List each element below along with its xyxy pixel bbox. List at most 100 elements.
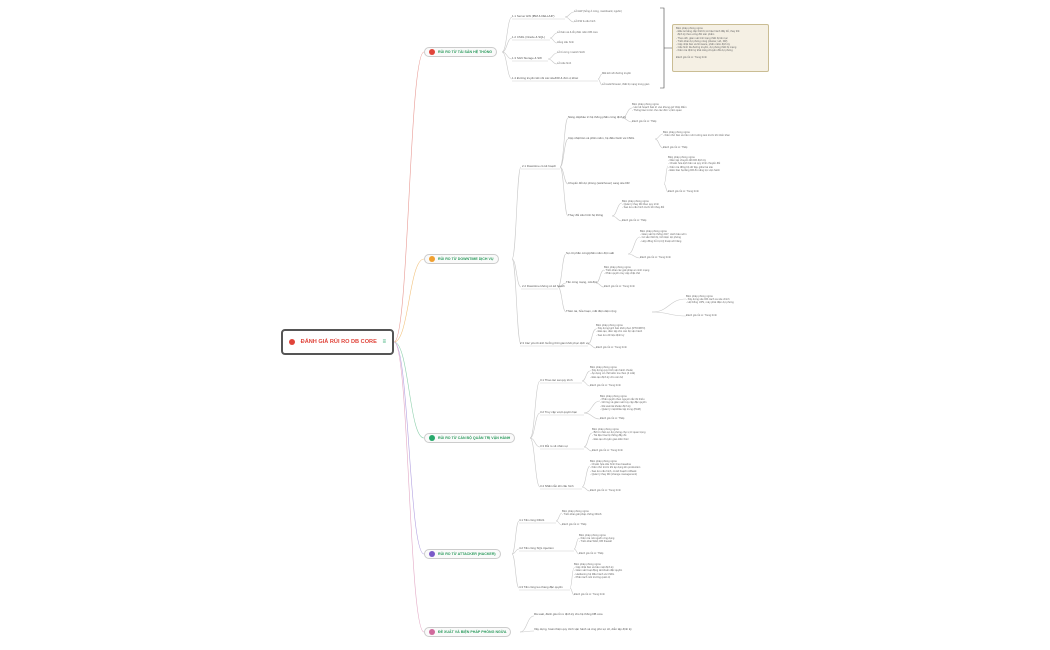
connector-line (511, 258, 522, 345)
connector-line (501, 51, 513, 80)
connector-line (583, 432, 593, 448)
b2-leaf[interactable]: Đánh giá rủi ro: Trung bình (640, 256, 671, 259)
branch-attacker[interactable]: RỦI RO TỪ ATTACKER (HACKER) (424, 549, 501, 559)
b3-leaf[interactable]: Biện pháp phòng ngừa: - Chuẩn hóa cấu hì… (590, 460, 641, 476)
connector-line (573, 537, 580, 550)
branch-icon (429, 435, 435, 441)
connector-line (529, 412, 541, 439)
branch-label: ĐỀ XUẤT VÀ BIỆN PHÁP PHÒNG NGỪA (438, 630, 507, 634)
b1-node-san[interactable]: 1.3 SAN Storage & SW (512, 56, 542, 60)
connector-line (393, 51, 425, 343)
b2-leaf[interactable]: Biện pháp phòng ngừa: - Diễn tập chuyển … (668, 156, 721, 172)
branch-label: RỦI RO TỪ TÀI SẢN HỆ THỐNG (438, 50, 493, 54)
b2-leaf[interactable]: Đánh giá rủi ro: Trung bình (604, 285, 635, 288)
b3-leaf[interactable]: Biện pháp phòng ngừa: - Phân quyền theo … (600, 395, 647, 411)
connector-line (529, 437, 541, 488)
b3-leaf[interactable]: Đánh giá rủi ro: Trung bình (590, 489, 621, 492)
b4-leaf[interactable]: Đánh giá rủi ro: Trung bình (574, 593, 605, 596)
b3-item[interactable]: 3.4 Nhầm lẫn khi cấu hình (540, 484, 574, 488)
filter-icon[interactable]: ≡ (382, 339, 386, 345)
connector-line (654, 138, 664, 149)
connector-line (573, 548, 580, 555)
b2-leaf[interactable]: Đánh giá rủi ro: Thấp (663, 146, 688, 149)
root-node[interactable]: ĐÁNH GIÁ RỦI RO DB CORE ≡ (281, 329, 394, 355)
b3-leaf[interactable]: Đánh giá rủi ro: Trung bình (590, 384, 621, 387)
branch-recommendations[interactable]: ĐỀ XUẤT VÀ BIỆN PHÁP PHÒNG NGỪA (424, 627, 512, 637)
b4-item[interactable]: 4.1 Tấn công DDoS (519, 518, 545, 522)
branch-icon (429, 551, 435, 557)
connector-line (581, 380, 591, 387)
connector-line (583, 400, 601, 414)
b3-item[interactable]: 3.1 Thao tác sai quy trình (540, 378, 573, 382)
b2-item[interactable]: Thay đổi cấu hình hệ thống (568, 213, 604, 217)
b2-leaf[interactable]: Biện pháp phòng ngừa: - Triển khai các g… (604, 266, 650, 276)
b1-leaf[interactable]: Lỗi ổ cứng / switch SAN (557, 51, 585, 54)
b3-leaf[interactable]: Đánh giá rủi ro: Thấp (600, 417, 625, 420)
b4-leaf[interactable]: Đánh giá rủi ro: Thấp (579, 552, 604, 555)
b2-item[interactable]: Tấn công mạng, mã độc (566, 280, 598, 284)
b1-node-server[interactable]: 1.1 Server HW (IBM & DELL/HP) (512, 14, 555, 18)
root-icon (289, 339, 295, 345)
b3-leaf[interactable]: Biện pháp phòng ngừa: - Bố trí nhân sự d… (592, 428, 646, 441)
b2-sub-unplanned[interactable]: 2.2 Downtime không có kế hoạch (522, 284, 565, 288)
b2-leaf[interactable]: Đánh giá rủi ro: Thấp (622, 219, 647, 222)
b2-item[interactable]: Cập nhật bản vá phần mềm, hệ điều hành v… (568, 136, 635, 140)
connector-line (581, 370, 591, 382)
b1-leaf[interactable]: Lỗi switch/router, thiết bị mạng trung g… (602, 83, 650, 86)
connector-line (621, 117, 633, 123)
b2-leaf[interactable]: Biện pháp phòng ngừa: - Quản lý thay đổi… (622, 200, 665, 210)
connector-line (651, 298, 687, 313)
b4-leaf[interactable]: Đánh giá rủi ro: Thấp (562, 523, 587, 526)
b2-item[interactable]: Thiên tai, hỏa hoạn, mất điện diện rộng (566, 309, 617, 313)
b1-node-database[interactable]: 1.2 CSDL (Oracle & SQL) (512, 35, 545, 39)
b4-leaf[interactable]: Biện pháp phòng ngừa: - Kiểm tra mã nguồ… (579, 534, 615, 544)
b4-item[interactable]: 4.2 Tấn công SQL injection (519, 546, 554, 550)
b2-leaf[interactable]: Biện pháp phòng ngừa: - Lên kế hoạch bảo… (632, 103, 687, 113)
b5-item[interactable]: Rà soát, đánh giá rủi ro định kỳ cho hệ … (534, 612, 603, 616)
connector-line (519, 630, 535, 633)
connector-line (569, 587, 575, 596)
b2-sub-recovery[interactable]: 2.3 Các yếu tố ảnh hưởng thời gian khôi … (520, 341, 589, 345)
b4-leaf[interactable]: Biện pháp phòng ngừa: - Cập nhật bản vá … (574, 563, 623, 579)
connector-line (651, 311, 687, 317)
connector-line (595, 269, 605, 284)
b1-leaf[interactable]: Mất kết nối đường truyền (602, 72, 632, 75)
branch-system-assets[interactable]: RỦI RO TỪ TÀI SẢN HỆ THỐNG (424, 47, 498, 57)
b1-leaf[interactable]: Lỗi HW (hỏng ổ cứng, mainboard, nguồn) (574, 10, 622, 13)
connector-line (587, 343, 597, 349)
b2-leaf[interactable]: Biện pháp phòng ngừa: - Xây dựng site DR… (686, 295, 734, 305)
b2-item[interactable]: Nâng cấp/bảo trì hệ thống phần cứng định… (568, 115, 627, 119)
connector-line (581, 465, 591, 488)
b1-leaf[interactable]: Lỗi FW & cấu hình (574, 20, 596, 23)
b5-item[interactable]: Xây dựng, hoàn thiện quy trình vận hành … (534, 627, 632, 631)
connector-line (611, 215, 623, 222)
connector-line (557, 282, 567, 288)
b1-leaf[interactable]: Lỗi bản vá & lỗi phần mềm DB core (557, 31, 598, 34)
b2-leaf[interactable]: Biện pháp phòng ngừa: - Xây dựng kịch bả… (596, 324, 646, 337)
b3-item[interactable]: 3.2 Truy cập vượt quyền hạn (540, 410, 578, 414)
b3-item[interactable]: 3.3 Rủi ro về nhân sự (540, 444, 568, 448)
b3-leaf[interactable]: Biện pháp phòng ngừa: - Xây dựng quy trì… (590, 366, 636, 379)
b2-leaf[interactable]: Đánh giá rủi ro: Trung bình (686, 314, 717, 317)
b1-leaf[interactable]: Lỗi cấu hình (557, 62, 572, 65)
b4-leaf[interactable]: Biện pháp phòng ngừa: - Triển khai giải … (562, 510, 602, 517)
b1-leaf[interactable]: Hỏng cấu hình (557, 41, 574, 44)
connector-line (559, 166, 569, 217)
b3-leaf[interactable]: Đánh giá rủi ro: Trung bình (592, 449, 623, 452)
b2-item[interactable]: Sự cố phần cứng/phần mềm đột xuất (566, 251, 614, 255)
b2-leaf[interactable]: Biện pháp phòng ngừa: - Kiểm thử bản vá … (663, 131, 730, 138)
branch-operations-staff[interactable]: RỦI RO TỪ CÁN BỘ QUẢN TRỊ VẬN HÀNH (424, 433, 516, 443)
b2-leaf[interactable]: Đánh giá rủi ro: Trung bình (596, 346, 627, 349)
branch-service-downtime[interactable]: RỦI RO TỪ DOWNTIME DỊCH VỤ (424, 254, 499, 264)
b4-item[interactable]: 4.3 Tấn công leo thang đặc quyền (519, 585, 563, 589)
b2-leaf[interactable]: Biện pháp phòng ngừa: - Giám sát hệ thốn… (640, 230, 687, 243)
b1-mitigation-note[interactable]: Biện pháp phòng ngừa: - Đầu tư/nâng cấp … (672, 24, 769, 72)
b1-node-network[interactable]: 1.4 Đường truyền kết nối các site/DR & đ… (512, 76, 579, 80)
b2-leaf[interactable]: Đánh giá rủi ro: Trung bình (668, 190, 699, 193)
b2-sub-planned[interactable]: 2.1 Downtime có kế hoạch (522, 164, 557, 168)
b2-item[interactable]: Chuyển đổi dự phòng (switchover) sang si… (568, 181, 630, 185)
b2-leaf[interactable]: Đánh giá rủi ro: Thấp (632, 120, 657, 123)
branch-icon (429, 256, 435, 262)
connector-line (557, 253, 567, 288)
